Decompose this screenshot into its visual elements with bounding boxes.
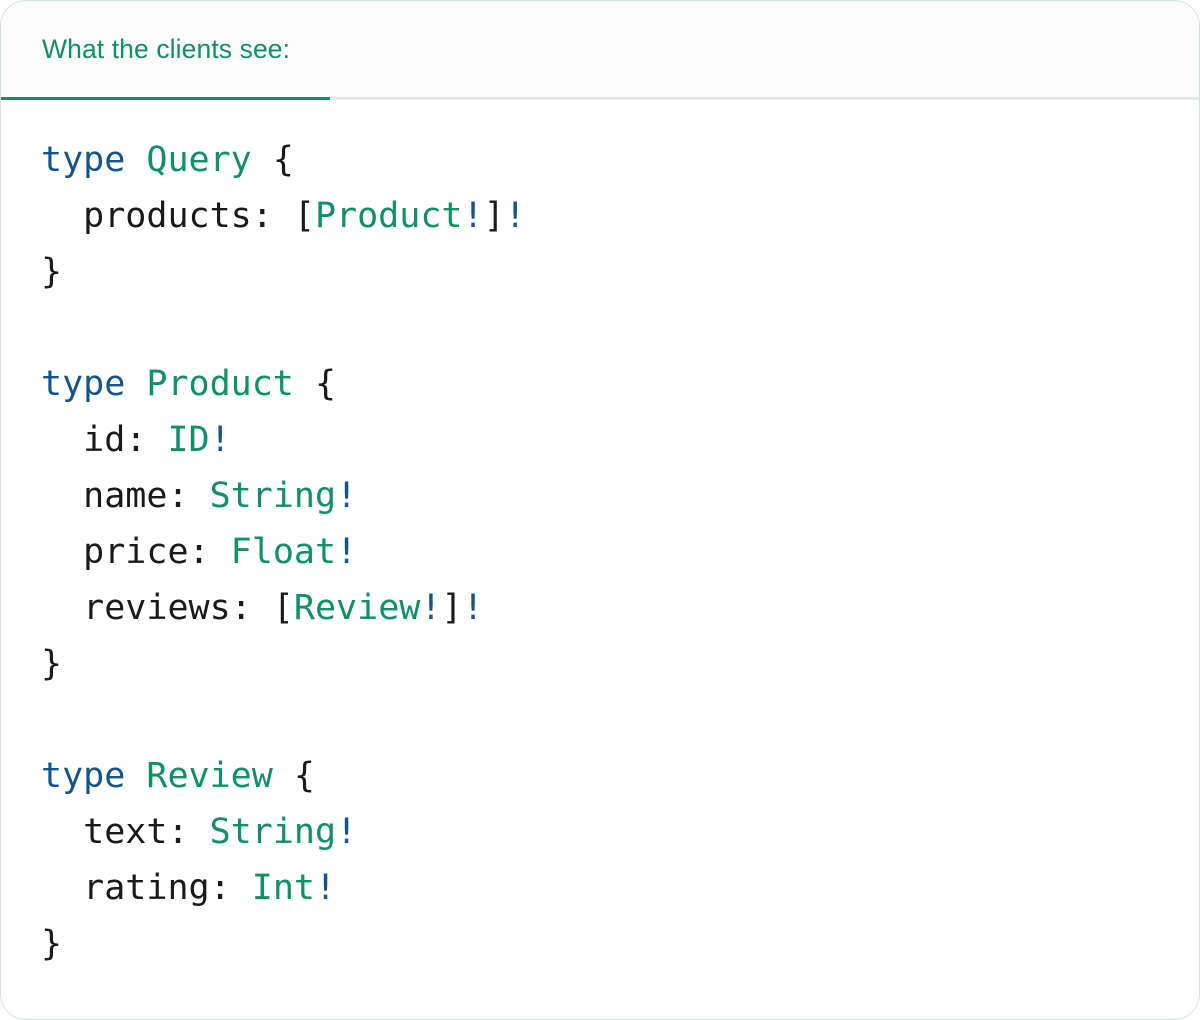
- token-non-null: !: [336, 532, 358, 572]
- token-non-null: !: [209, 420, 231, 460]
- tab-what-the-clients-see[interactable]: What the clients see:: [1, 1, 331, 100]
- token-space: [125, 756, 146, 796]
- token-space: [125, 364, 146, 404]
- token-space: [146, 420, 167, 460]
- code-line: text: String!: [41, 804, 1159, 860]
- token-type-product: Product: [314, 196, 463, 236]
- token-field-products: products: [83, 196, 252, 236]
- code-line: name: String!: [41, 468, 1159, 524]
- code-pane[interactable]: type Query { products: [Product!]!} type…: [1, 100, 1199, 1019]
- token-space: [252, 140, 273, 180]
- code-line: type Review {: [41, 748, 1159, 804]
- code-line: id: ID!: [41, 412, 1159, 468]
- token-colon: :: [209, 868, 231, 908]
- token-indent: [41, 420, 83, 460]
- token-keyword-type: type: [41, 364, 126, 404]
- token-colon: :: [188, 532, 210, 572]
- token-scalar-string: String: [209, 476, 337, 516]
- token-field-rating: rating: [83, 868, 210, 908]
- token-field-id: id: [83, 420, 126, 460]
- token-colon: :: [230, 588, 252, 628]
- token-brace-close: }: [41, 252, 63, 292]
- token-indent: [41, 812, 83, 852]
- code-line: price: Float!: [41, 524, 1159, 580]
- token-non-null: !: [314, 868, 337, 908]
- code-line: rating: Int!: [41, 860, 1159, 916]
- token-non-null: !: [462, 588, 484, 628]
- token-bracket-open: [: [293, 196, 315, 236]
- token-field-text: text: [83, 812, 168, 852]
- token-bracket-close: ]: [483, 196, 505, 236]
- code-line-blank: [41, 692, 1159, 748]
- token-indent: [41, 532, 83, 572]
- token-field-name: name: [83, 476, 168, 516]
- token-type-review: Review: [293, 588, 421, 628]
- token-type-query: Query: [146, 140, 252, 180]
- token-indent: [41, 476, 83, 516]
- token-space: [294, 364, 315, 404]
- token-space: [252, 588, 273, 628]
- code-line: type Product {: [41, 356, 1159, 412]
- token-space: [273, 196, 294, 236]
- token-space: [189, 812, 210, 852]
- token-space: [231, 868, 252, 908]
- token-non-null: !: [420, 588, 442, 628]
- token-scalar-int: Int: [251, 868, 315, 908]
- token-field-reviews: reviews: [83, 588, 231, 628]
- token-space: [210, 532, 231, 572]
- token-brace-close: }: [41, 644, 63, 684]
- token-non-null: !: [336, 812, 358, 852]
- token-colon: :: [167, 812, 189, 852]
- tab-label: What the clients see:: [42, 33, 291, 64]
- token-colon: :: [251, 196, 273, 236]
- token-indent: [41, 196, 83, 236]
- code-line: }: [41, 244, 1159, 300]
- code-line-blank: [41, 300, 1159, 356]
- token-non-null: !: [336, 476, 358, 516]
- token-brace-open: {: [293, 756, 315, 796]
- code-line: reviews: [Review!]!: [41, 580, 1159, 636]
- token-non-null: !: [462, 196, 484, 236]
- code-line: products: [Product!]!: [41, 188, 1159, 244]
- token-bracket-close: ]: [441, 588, 463, 628]
- token-space: [125, 140, 146, 180]
- token-keyword-type: type: [41, 140, 126, 180]
- code-line: }: [41, 636, 1159, 692]
- token-brace-open: {: [314, 364, 337, 404]
- token-indent: [41, 588, 83, 628]
- token-scalar-float: Float: [230, 532, 337, 572]
- code-line: type Query {: [41, 132, 1159, 188]
- token-colon: :: [167, 476, 189, 516]
- token-scalar-string: String: [209, 812, 337, 852]
- code-line: }: [41, 916, 1159, 972]
- token-scalar-id: ID: [167, 420, 210, 460]
- token-keyword-type: type: [41, 756, 126, 796]
- token-indent: [41, 868, 83, 908]
- token-field-price: price: [83, 532, 189, 572]
- token-space: [273, 756, 294, 796]
- token-space: [189, 476, 210, 516]
- token-bracket-open: [: [272, 588, 294, 628]
- graphql-schema-code: type Query { products: [Product!]!} type…: [41, 132, 1159, 972]
- tab-bar: What the clients see:: [1, 1, 1199, 100]
- token-colon: :: [125, 420, 147, 460]
- token-brace-close: }: [41, 924, 63, 964]
- token-type-product: Product: [146, 364, 294, 404]
- token-type-review: Review: [146, 756, 273, 796]
- token-brace-open: {: [272, 140, 294, 180]
- token-non-null: !: [504, 196, 526, 236]
